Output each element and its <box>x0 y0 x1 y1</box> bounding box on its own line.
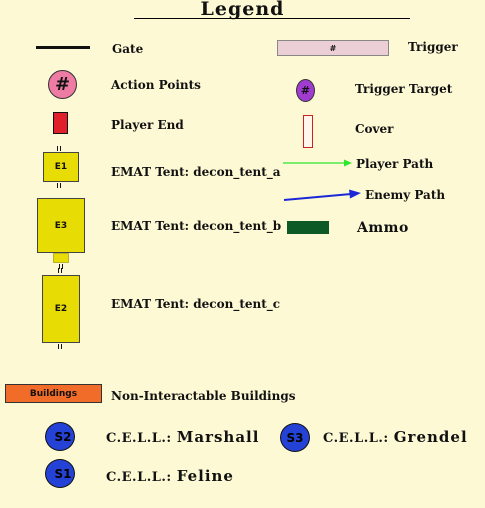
tent-peg <box>58 344 62 349</box>
gate-icon <box>36 46 90 49</box>
buildings-icon: Buildings <box>5 384 102 403</box>
trigger-symbol: # <box>329 43 337 53</box>
action-points-label: Action Points <box>111 78 201 92</box>
cell-marshall-code: S2 <box>54 429 72 444</box>
player-path-arrow-icon <box>283 159 352 167</box>
cell-grendel-code: S3 <box>286 430 304 445</box>
tent-a-label: EMAT Tent: decon_tent_a <box>111 165 281 179</box>
tent-peg <box>57 183 61 188</box>
cell-feline-label: C.E.L.L.: Feline <box>106 467 234 485</box>
trigger-target-symbol: # <box>300 84 311 97</box>
trigger-label: Trigger <box>408 40 458 54</box>
cell-grendel-label: C.E.L.L.: Grendel <box>323 428 468 446</box>
ammo-label: Ammo <box>357 220 409 236</box>
tent-peg <box>57 146 61 151</box>
tent-c-icon: E2 <box>42 268 80 350</box>
player-end-icon <box>53 112 68 134</box>
tent-a-code: E1 <box>54 162 68 172</box>
cover-icon <box>303 115 313 148</box>
trigger-target-icon: # <box>296 79 315 102</box>
legend-title: Legend <box>200 0 285 20</box>
cell-marshall-name: Marshall <box>176 428 260 446</box>
buildings-box-text: Buildings <box>29 388 78 399</box>
cover-label: Cover <box>355 122 394 136</box>
player-end-label: Player End <box>111 118 184 132</box>
tent-b-icon: E3 <box>37 198 85 272</box>
tent-b-annex <box>53 253 69 263</box>
cell-grendel-name: Grendel <box>393 428 468 446</box>
cell-grendel-icon: S3 <box>280 423 310 452</box>
enemy-path-arrow-icon <box>283 189 361 201</box>
title-underline <box>134 18 410 19</box>
cell-feline-icon: S1 <box>45 459 75 488</box>
cell-feline-prefix: C.E.L.L.: <box>106 470 172 485</box>
tent-b-code: E3 <box>54 220 68 231</box>
tent-a-body: E1 <box>43 152 79 182</box>
tent-peg <box>58 268 62 273</box>
cell-marshall-label: C.E.L.L.: Marshall <box>106 428 259 446</box>
buildings-label: Non-Interactable Buildings <box>111 389 296 403</box>
action-points-symbol: # <box>54 74 71 95</box>
tent-peg <box>59 264 63 269</box>
tent-a-icon: E1 <box>43 146 79 188</box>
cell-feline-name: Feline <box>176 467 234 485</box>
tent-c-code: E2 <box>54 304 68 314</box>
trigger-icon: # <box>277 40 389 56</box>
cell-marshall-icon: S2 <box>45 422 75 451</box>
cell-marshall-prefix: C.E.L.L.: <box>106 431 172 446</box>
gate-label: Gate <box>112 42 144 56</box>
cell-feline-code: S1 <box>54 466 72 481</box>
enemy-path-label: Enemy Path <box>365 188 446 202</box>
tent-c-label: EMAT Tent: decon_tent_c <box>111 297 281 311</box>
ammo-icon <box>287 221 329 234</box>
action-points-icon: # <box>48 70 77 99</box>
tent-b-body: E3 <box>37 198 85 253</box>
trigger-target-label: Trigger Target <box>355 82 453 96</box>
player-path-label: Player Path <box>356 157 434 171</box>
tent-c-body: E2 <box>42 275 80 343</box>
cell-grendel-prefix: C.E.L.L.: <box>323 431 389 446</box>
tent-b-label: EMAT Tent: decon_tent_b <box>111 219 282 233</box>
